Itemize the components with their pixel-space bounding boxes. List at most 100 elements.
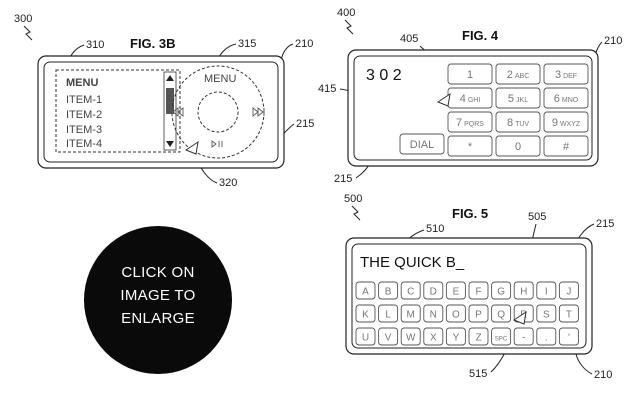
enlarge-circle[interactable] [84,226,232,374]
keyboard-key[interactable] [423,304,444,323]
fig-5: FIG. 5 500 510 505 215 515 210 THE QUICK… [344,193,614,381]
device-3b-screen [43,61,279,163]
keyboard-key[interactable] [558,281,579,300]
menu-item-4[interactable]: ITEM-4 [66,138,102,150]
keypad-key-label: # [563,141,570,153]
ref-505: 505 [528,211,546,223]
keyboard-key[interactable] [536,304,557,323]
keypad-key-label: 0 [515,141,521,153]
keyboard-key[interactable] [378,304,399,323]
play-pause-icon[interactable] [211,140,223,148]
keyboard-key-label: - [522,333,525,344]
keyboard-key[interactable] [491,304,512,323]
enlarge-line-3[interactable]: ENLARGE [121,310,195,327]
dial-button-label: DIAL [410,139,434,151]
keyboard-key[interactable] [445,304,466,323]
enlarge-line-2[interactable]: IMAGE TO [120,287,195,304]
keypad-key-label: * [468,141,473,153]
ref-510: 510 [426,223,444,235]
scroll-thumb[interactable] [166,88,174,114]
ref-210-c: 210 [594,369,612,381]
keyboard-key[interactable] [468,327,489,346]
keypad-key[interactable] [495,63,541,85]
click-wheel-center[interactable] [197,91,239,133]
ref-310: 310 [86,39,104,51]
menu-item-0[interactable]: MENU [66,77,98,89]
keyboard-key[interactable] [423,327,444,346]
ref-300-squiggle [23,25,33,41]
keypad-key[interactable] [543,135,589,157]
scroll-down-icon[interactable] [166,141,174,147]
menu-item-1[interactable]: ITEM-1 [66,94,102,106]
keyboard-key[interactable] [355,281,376,300]
keypad-key[interactable] [543,87,589,109]
keyboard-key-label: A [362,287,369,298]
prev-icon[interactable] [171,107,184,117]
keyboard-key[interactable] [536,281,557,300]
keyboard-key-label: D [430,287,437,298]
ref-400-squiggle [344,19,354,35]
keyboard-key-label: V [385,333,392,344]
keyboard-key[interactable] [468,281,489,300]
keypad-key[interactable] [543,63,589,85]
keyboard-key[interactable] [355,327,376,346]
keyboard-key[interactable] [536,327,557,346]
keyboard-key[interactable] [513,281,534,300]
fig-4: FIG. 4 400 405 210 415 410 215 3 0 2 12A… [318,7,622,185]
dial-button[interactable] [399,133,445,155]
keyboard-key-label: G [497,287,505,298]
typed-text-display: THE QUICK B_ [360,254,465,271]
keyboard-key-label: F [475,287,481,298]
enlarge-badge[interactable]: CLICK ON IMAGE TO ENLARGE [84,226,232,374]
menu-window [55,69,181,153]
menu-item-2[interactable]: ITEM-2 [66,109,102,121]
keyboard-key-label: H [520,287,527,298]
keyboard-key[interactable] [558,327,579,346]
keyboard-key[interactable] [400,304,421,323]
keypad-key[interactable] [495,111,541,133]
keyboard-key[interactable] [468,304,489,323]
leader-210-c [575,353,593,375]
keyboard-key[interactable] [513,327,534,346]
scroll-up-icon[interactable] [166,75,174,81]
keyboard-key-label: L [385,310,391,321]
cursor-pointer-icon [512,310,527,325]
ref-405: 405 [400,33,418,45]
keyboard-key-label: Z [475,333,481,344]
keyboard-key[interactable] [355,304,376,323]
keyboard-key-label: M [407,310,415,321]
keyboard-key[interactable] [423,281,444,300]
keyboard-key[interactable] [445,281,466,300]
keyboard-key-label: . [545,333,548,344]
keypad-key[interactable] [495,135,541,157]
phone-number-display: 3 0 2 [366,67,402,84]
keyboard-key[interactable] [558,304,579,323]
next-icon[interactable] [252,107,265,117]
keyboard-key-label: C [407,287,414,298]
keyboard-key[interactable] [378,327,399,346]
ref-215-b: 215 [334,173,352,185]
keyboard-key[interactable] [491,281,512,300]
keypad-key[interactable] [447,63,493,85]
keyboard-key[interactable] [491,327,512,346]
keyboard-key-label: B [385,287,392,298]
keypad-key[interactable] [447,111,493,133]
enlarge-line-1[interactable]: CLICK ON [121,264,194,281]
keyboard-key[interactable] [400,281,421,300]
keypad-key[interactable] [543,111,589,133]
keypad-key-label: 1 [467,69,473,81]
keyboard-key[interactable] [400,327,421,346]
wheel-menu-label[interactable]: MENU [204,73,236,85]
ref-215-a: 215 [296,118,314,130]
keyboard-key-label: SPC [495,337,508,343]
keypad-key[interactable] [447,135,493,157]
keyboard-key-label: T [566,310,572,321]
keyboard-key[interactable] [378,281,399,300]
menu-item-3[interactable]: ITEM-3 [66,124,102,136]
fig-3b-title: FIG. 3B [130,36,176,51]
keyboard-key[interactable] [445,327,466,346]
keypad-key[interactable] [495,87,541,109]
